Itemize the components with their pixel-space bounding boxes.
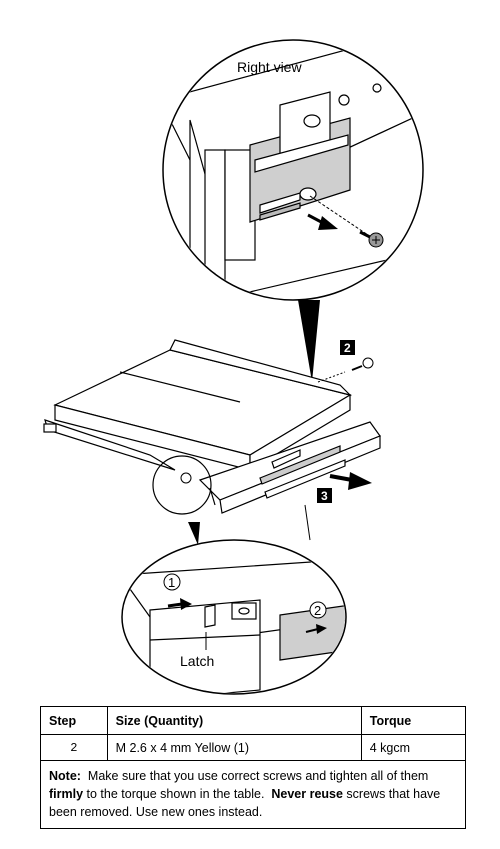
screw-icon <box>351 357 374 371</box>
optical-drive <box>43 339 381 514</box>
cell-torque: 4 kgcm <box>360 734 467 761</box>
step-2-tag-label: 2 <box>344 341 351 355</box>
note-cell: Note: Make sure that you use correct scr… <box>40 760 466 829</box>
right-view-detail: Right view <box>162 39 424 301</box>
circled-number-2: 2 <box>314 603 321 618</box>
step-3-tag <box>317 488 332 503</box>
cell-step: 2 <box>40 734 108 761</box>
screw-icon <box>359 230 384 248</box>
table-row: 2 M 2.6 x 4 mm Yellow (1) 4 kgcm <box>40 734 467 761</box>
header-torque: Torque <box>360 706 467 735</box>
latch-label: Latch <box>180 653 214 669</box>
note-label: Note: <box>49 769 81 783</box>
note-text-2: to the torque shown in the table. <box>83 787 265 801</box>
arrow-right-icon <box>167 598 192 610</box>
circled-number-1: 1 <box>168 575 175 590</box>
note-row: Note: Make sure that you use correct scr… <box>40 760 466 829</box>
latch-highlight-circle <box>152 455 212 515</box>
arrow-right-icon <box>305 624 327 634</box>
note-firmly: firmly <box>49 787 84 801</box>
screw-table: Step Size (Quantity) Torque 2 M 2.6 x 4 … <box>40 706 467 829</box>
step-3-tag-label: 3 <box>321 489 328 503</box>
cell-size: M 2.6 x 4 mm Yellow (1) <box>106 734 362 761</box>
note-never-reuse: Never reuse <box>271 787 343 801</box>
arrow-right-icon <box>307 213 338 230</box>
latch-detail: 1 2 Latch <box>121 539 347 695</box>
header-step: Step <box>40 706 108 735</box>
drive-removal-illustration: Right view 2 3 <box>43 39 424 695</box>
callout-pointer <box>298 300 320 382</box>
header-size: Size (Quantity) <box>106 706 362 735</box>
note-text-1: Make sure that you use correct screws an… <box>87 769 429 783</box>
arrow-right-icon <box>329 472 372 490</box>
right-view-label: Right view <box>237 59 302 75</box>
callout-pointer <box>188 522 200 545</box>
note-text-3: screws that have been removed. Use new o… <box>49 787 441 819</box>
step-2-tag <box>340 340 355 355</box>
table-header-row: Step Size (Quantity) Torque <box>40 706 467 735</box>
